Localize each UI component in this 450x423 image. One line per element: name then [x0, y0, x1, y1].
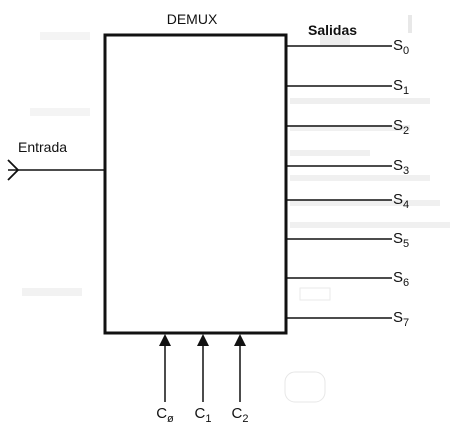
output-label-7-base: S — [393, 309, 403, 326]
control-label-1: C1 — [195, 405, 212, 423]
control-label-1-subscript: 1 — [205, 413, 211, 423]
output-label-3-subscript: 3 — [403, 165, 409, 177]
control-arrow-icon-2 — [234, 334, 246, 346]
output-label-6-subscript: 6 — [403, 277, 409, 289]
control-label-2-base: C — [232, 405, 243, 422]
output-label-0: S0 — [393, 37, 409, 57]
control-label-0-base: C — [156, 405, 167, 422]
output-label-1: S1 — [393, 77, 409, 97]
output-label-4: S4 — [393, 191, 409, 211]
output-label-5-base: S — [393, 230, 403, 247]
output-label-7: S7 — [393, 309, 409, 329]
output-label-1-subscript: 1 — [403, 85, 409, 97]
scan-bleed-through — [22, 15, 450, 403]
output-label-6: S6 — [393, 269, 409, 289]
output-label-4-base: S — [393, 191, 403, 208]
control-label-0: Cø — [156, 405, 174, 423]
outputs-heading: Salidas — [308, 22, 357, 38]
input-signal: Entrada — [7, 139, 105, 181]
input-arrow-icon — [7, 159, 20, 181]
control-arrow-icon-1 — [197, 334, 209, 346]
output-label-2-base: S — [393, 117, 403, 134]
output-label-3: S3 — [393, 157, 409, 177]
control-label-2-subscript: 2 — [242, 413, 248, 423]
demux-title: DEMUX — [167, 11, 218, 27]
output-label-0-subscript: 0 — [403, 45, 409, 57]
control-label-1-base: C — [195, 405, 206, 422]
output-label-2-subscript: 2 — [403, 125, 409, 137]
output-label-1-base: S — [393, 77, 403, 94]
control-label-2: C2 — [232, 405, 249, 423]
output-label-0-base: S — [393, 37, 403, 54]
output-label-4-subscript: 4 — [403, 199, 409, 211]
demux-block — [103, 33, 288, 335]
output-label-7-subscript: 7 — [403, 317, 409, 329]
output-label-6-base: S — [393, 269, 403, 286]
input-label: Entrada — [18, 139, 67, 155]
output-label-3-base: S — [393, 157, 403, 174]
output-label-5-subscript: 5 — [403, 238, 409, 250]
output-label-2: S2 — [393, 117, 409, 137]
output-label-5: S5 — [393, 230, 409, 250]
control-arrow-icon-0 — [159, 334, 171, 346]
control-label-0-subscript: ø — [167, 413, 174, 423]
